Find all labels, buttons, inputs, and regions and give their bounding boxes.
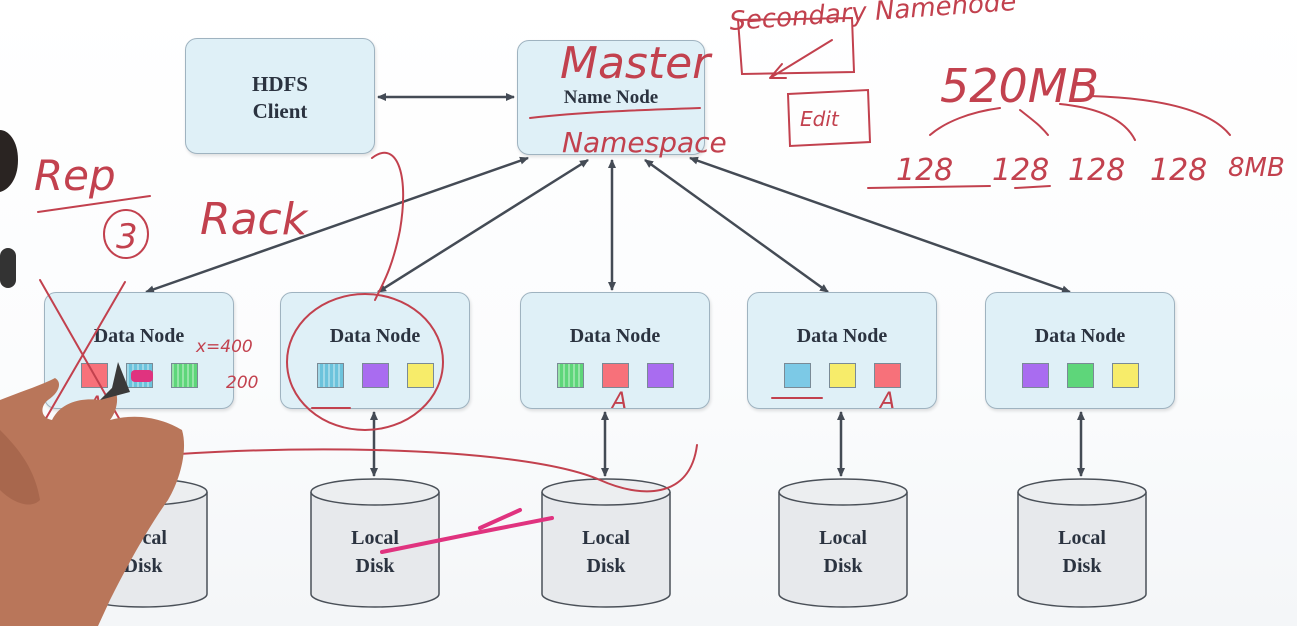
data-node-label: Data Node bbox=[1034, 325, 1126, 347]
disk-label-line2: Disk bbox=[823, 555, 863, 577]
data-block bbox=[556, 363, 584, 388]
disk-label-line1: Local bbox=[351, 527, 399, 549]
disk-label-line2: Disk bbox=[355, 555, 395, 577]
data-block bbox=[783, 363, 811, 388]
hdfs-client-box: HDFS Client bbox=[185, 38, 375, 154]
data-block bbox=[873, 363, 901, 388]
data-node-2: Data Node bbox=[280, 292, 470, 409]
block-row bbox=[521, 363, 709, 388]
namenode-datanode-5-arrow bbox=[689, 156, 1071, 294]
data-block bbox=[646, 363, 674, 388]
data-block bbox=[1066, 363, 1094, 388]
namenode-datanode-2-arrow bbox=[377, 158, 589, 294]
data-node-label: Data Node bbox=[796, 325, 888, 347]
hdfs-client-line2: Client bbox=[252, 99, 308, 123]
name-node-label: Name Node bbox=[563, 87, 659, 108]
namenode-datanode-4-arrow bbox=[644, 158, 829, 294]
disk-label-line1: Local bbox=[819, 527, 867, 549]
namenode-datanode-1-arrow bbox=[145, 156, 529, 294]
name-node-box: Name Node bbox=[517, 40, 705, 155]
data-node-label: Data Node bbox=[329, 325, 421, 347]
disk-label-line1: Local bbox=[582, 527, 630, 549]
data-block bbox=[361, 363, 389, 388]
block-row bbox=[748, 363, 936, 388]
disk-label-line2: Disk bbox=[1062, 555, 1102, 577]
data-node-label: Data Node bbox=[569, 325, 661, 347]
data-block bbox=[601, 363, 629, 388]
data-block bbox=[170, 363, 198, 388]
data-node-4: Data Node bbox=[747, 292, 937, 409]
presenter-hand-image bbox=[0, 130, 185, 626]
disk-label-line2: Disk bbox=[123, 555, 163, 577]
hdfs-client-line1: HDFS bbox=[251, 72, 308, 96]
disk-label-line2: Disk bbox=[586, 555, 626, 577]
data-node-3: Data Node bbox=[520, 292, 710, 409]
disk-label-line1: Local bbox=[1058, 527, 1106, 549]
block-row bbox=[281, 363, 469, 388]
data-block bbox=[1021, 363, 1049, 388]
data-node-5: Data Node bbox=[985, 292, 1175, 409]
cylinder-icon bbox=[778, 478, 908, 608]
data-block bbox=[1111, 363, 1139, 388]
block-row bbox=[986, 363, 1174, 388]
data-block bbox=[828, 363, 856, 388]
data-block bbox=[406, 363, 434, 388]
cylinder-icon bbox=[1017, 478, 1147, 608]
data-block bbox=[316, 363, 344, 388]
